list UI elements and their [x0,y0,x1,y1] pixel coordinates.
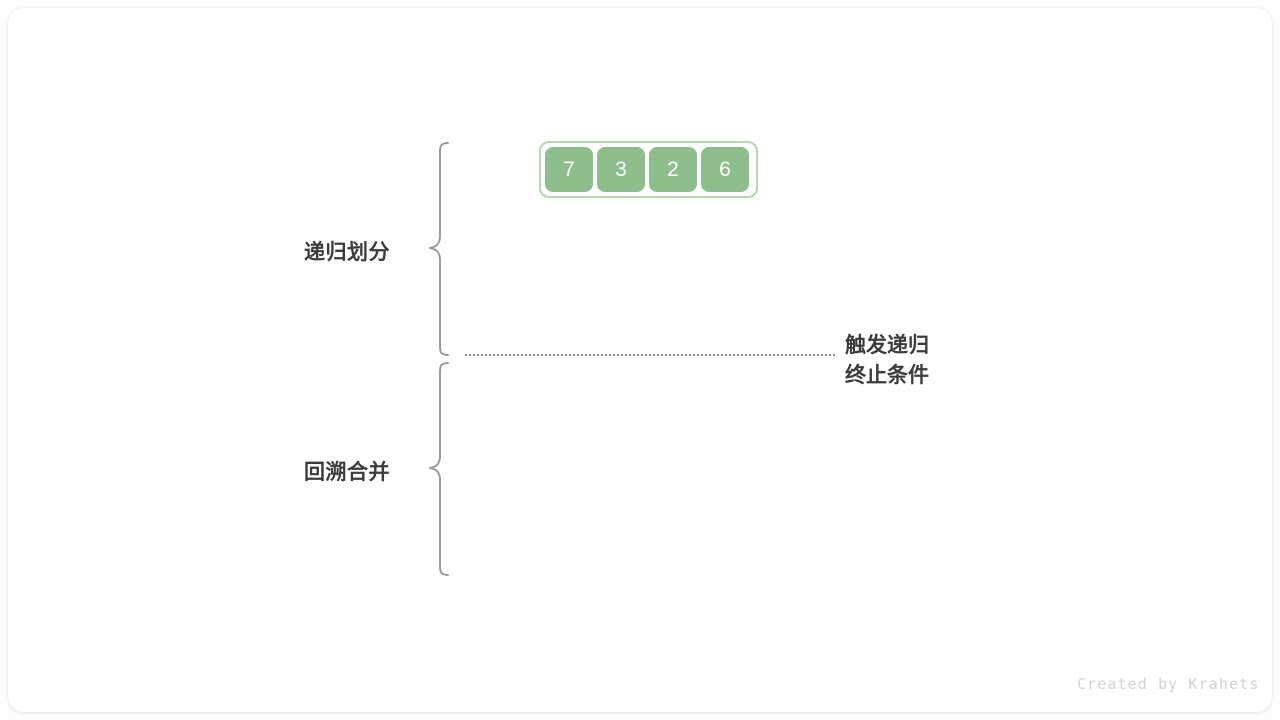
array-cell[interactable]: 3 [597,147,645,192]
array-cell-group: 7 3 2 6 [545,147,749,192]
base-case-annotation: 触发递归 终止条件 [845,331,929,391]
array-cell[interactable]: 7 [545,147,593,192]
recursion-base-divider [465,354,835,356]
stage-label-divide: 递归划分 [304,241,390,264]
divide-brace [428,141,452,361]
slide-card [8,8,1272,712]
annotation-line-1: 触发递归 [845,334,929,357]
annotation-line-2: 终止条件 [845,364,929,387]
array-cell[interactable]: 2 [649,147,697,192]
watermark-credit: Created by Krahets [1077,675,1260,693]
merge-brace [428,361,452,581]
stage-label-merge: 回溯合并 [304,461,390,484]
input-array: 7 3 2 6 [539,141,758,198]
array-cell[interactable]: 6 [701,147,749,192]
